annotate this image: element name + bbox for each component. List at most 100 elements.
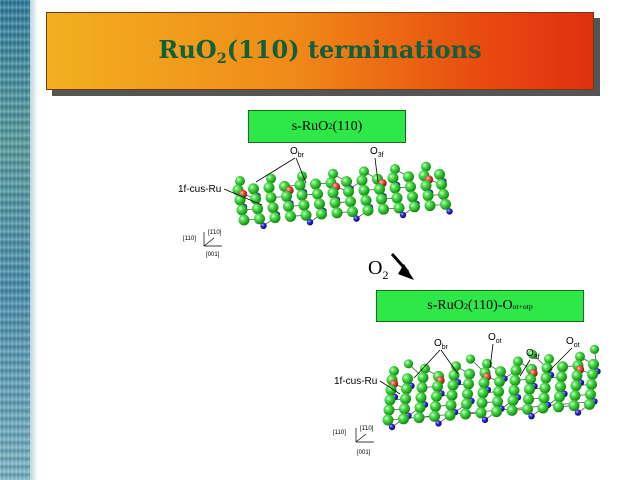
oxygen-atom — [554, 391, 565, 403]
oxygen-atom — [510, 364, 522, 376]
oxygen-atom — [587, 368, 598, 380]
oxygen-atom — [575, 351, 585, 362]
bottom-axis-1-10: [1̄10] — [360, 426, 374, 432]
oxygen-atom — [445, 399, 457, 411]
oxygen-atom — [296, 189, 308, 201]
oxygen-atom — [556, 371, 567, 383]
top-label-subscript: 2 — [328, 122, 333, 131]
bottom-oot-label-2: Oot — [566, 336, 580, 349]
oxygen-atom — [553, 401, 564, 413]
oxygen-atom — [540, 372, 552, 384]
oxygen-atom — [447, 379, 459, 391]
bottom-cus-ru-pointer — [379, 380, 401, 395]
oxygen-atom — [362, 204, 374, 216]
oxygen-atom — [424, 200, 436, 212]
oxygen-atom — [571, 370, 583, 382]
oxygen-atom — [440, 198, 451, 210]
oxygen-atom — [385, 384, 397, 396]
bottom-cus-ru-label: 1f-cus-Ru — [334, 376, 377, 387]
oxygen-atom — [422, 190, 434, 202]
oxygen-atom — [492, 396, 503, 408]
oxygen-atom — [476, 397, 488, 409]
oxygen-atom — [389, 366, 399, 376]
bottom-obr-label: Obr — [434, 338, 449, 351]
oxygen-atom — [436, 178, 447, 190]
oxygen-atom — [360, 194, 372, 206]
arrow-head — [398, 264, 414, 280]
bottom-obr-pointer-2 — [440, 349, 459, 375]
oxygen-atom — [248, 183, 259, 195]
oxygen-atom — [382, 414, 394, 426]
oxygen-atom — [522, 403, 533, 415]
oxygen-atom — [267, 202, 279, 214]
ru-atom — [446, 208, 453, 215]
oxygen-atom — [430, 400, 441, 412]
oxygen-atom — [235, 176, 245, 186]
oxygen-atom — [314, 198, 325, 210]
bottom-oot-label-1: Oot — [488, 332, 502, 345]
oxygen-atom — [538, 392, 550, 404]
ru-atom — [353, 215, 360, 222]
oxygen-atom — [523, 393, 534, 405]
oxygen-atom — [464, 368, 475, 380]
oxygen-atom — [401, 383, 412, 395]
bottom-obr-pointer-1 — [413, 349, 441, 379]
oxygen-atom — [376, 193, 387, 205]
oxygen-atom — [393, 202, 405, 214]
oxygen-atom — [238, 214, 250, 226]
oxygen-atom — [263, 182, 275, 194]
oxygen-atom — [495, 366, 506, 378]
oxygen-atom — [539, 382, 551, 394]
oxygen-atom — [341, 176, 352, 188]
top-axis-001: [001] — [206, 252, 220, 258]
oxygen-atom — [478, 377, 490, 389]
oxygen-atom — [414, 402, 426, 414]
top-axis-1-10: [1̄10] — [208, 230, 222, 236]
oxygen-atom — [254, 213, 265, 225]
oxygen-atom — [390, 164, 400, 174]
oxygen-atom — [432, 380, 443, 392]
o2-reaction-arrow: O2 — [368, 253, 414, 282]
oxygen-atom — [283, 200, 294, 212]
oxygen-atom — [387, 172, 399, 184]
oxygen-atom — [507, 394, 519, 406]
oxygen-atom — [250, 193, 261, 205]
oxygen-atom — [400, 393, 411, 405]
oxygen-atom — [358, 184, 370, 196]
oxygen-atom — [359, 166, 369, 177]
side-strip-fade — [30, 0, 38, 480]
oxygen-atom — [413, 412, 425, 424]
bottom-annotations: Obr Oot O3f Oot 1f-cus-Ru [110] [1̄10] [… — [333, 332, 580, 456]
oxygen-atom — [409, 201, 420, 213]
title-subscript: 2 — [216, 50, 227, 68]
oxygen-atom — [281, 190, 292, 202]
bottom-axis-triad — [355, 428, 374, 443]
oxygen-atom — [434, 168, 445, 180]
bottom-o3f-pointer — [519, 359, 531, 377]
oxygen-atom — [465, 354, 476, 364]
bottom-axis-110: [110] — [333, 430, 346, 436]
oxygen-atom — [429, 410, 440, 422]
slide-title: RuO2(110) terminations — [158, 35, 481, 67]
top-axis-110: [110] — [183, 236, 196, 242]
oxygen-atom — [294, 179, 306, 191]
ru-atom — [481, 416, 489, 423]
oxygen-atom — [389, 182, 401, 194]
oxygen-atom — [494, 376, 505, 388]
oxygen-atom — [482, 358, 492, 369]
oxygen-atom — [345, 196, 356, 208]
title-rest: (110) terminations — [226, 34, 482, 64]
oxygen-atom — [527, 349, 538, 359]
oxygen-atom — [586, 378, 597, 390]
oxygen-atom — [509, 374, 521, 386]
oxygen-atom — [402, 373, 413, 385]
oxygen-atom — [405, 181, 416, 193]
bottom-oot-pointer-1 — [489, 343, 494, 369]
oxygen-atom — [508, 384, 520, 396]
top-obr-pointer-2 — [295, 157, 307, 184]
ru-atom — [306, 219, 314, 226]
oxygen-atom — [451, 361, 461, 372]
oxygen-atom — [438, 188, 449, 200]
top-slab-model — [232, 161, 453, 229]
